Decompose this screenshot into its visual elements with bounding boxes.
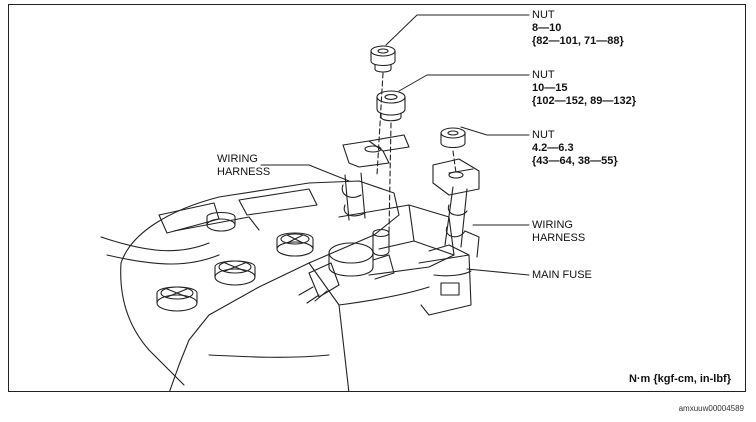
nut-mid-torque-alt: {102—152, 89—132} [532,95,636,107]
nut-right-torque-alt: {43—64, 38—55} [532,155,618,167]
nut-right-name: NUT [532,129,555,141]
battery-fuse-illustration [100,14,530,391]
nut-mid-torque: 10—15 [532,82,568,94]
nut-top-torque-alt: {82—101, 71—88} [532,35,624,47]
nut-mid-name: NUT [532,69,555,81]
nut-top [370,45,396,73]
battery-side-edge [308,262,350,391]
wiring-harness-left [341,134,410,221]
nut-mid-label: NUT 10—15 {102—152, 89—132} [532,69,636,108]
image-code: amxuuw00004589 [678,404,744,413]
battery-side-edge-2 [338,286,430,306]
wiring-left-line2: HARNESS [217,166,271,178]
nut-right-torque: 4.2—6.3 [532,142,574,154]
nut-top-label: NUT 8—10 {82—101, 71—88} [532,9,624,48]
battery-inner-line [208,354,330,358]
battery-top-outline [120,180,400,391]
nut-top-torque: 8—10 [532,22,562,34]
battery-cap-1 [214,260,256,286]
wiring-right-line2: HARNESS [532,232,586,244]
wiring-harness-left-label: WIRING HARNESS [217,153,270,179]
nut-middle [376,90,406,122]
battery-cap-3 [276,232,314,257]
fuse-stud [372,228,390,257]
battery-frame-inner [173,216,260,232]
battery-cap-4 [206,211,236,232]
terminal-clamp [298,242,395,304]
main-fuse-block [338,204,472,316]
nut-right [440,127,466,149]
battery-front-edge [120,262,185,386]
nut-right-label: NUT 4.2—6.3 {43—64, 38—55} [532,129,618,168]
battery-frame-mid [238,188,318,216]
leader-lines [260,14,530,276]
nut-top-name: NUT [532,9,555,21]
cable-outline [100,236,210,252]
torque-units-label: N·m {kgf-cm, in-lbf} [628,373,731,385]
wiring-harness-right-label: WIRING HARNESS [532,219,585,245]
wiring-harness-right [432,158,480,258]
battery-cap-2 [156,286,198,312]
diagram-frame: NUT 8—10 {82—101, 71—88} NUT 10—15 {102—… [8,4,746,392]
main-fuse-label: MAIN FUSE [532,269,592,281]
assembly-dash-lines [376,72,457,234]
wiring-right-line1: WIRING [532,219,573,231]
wiring-left-line1: WIRING [217,153,258,165]
